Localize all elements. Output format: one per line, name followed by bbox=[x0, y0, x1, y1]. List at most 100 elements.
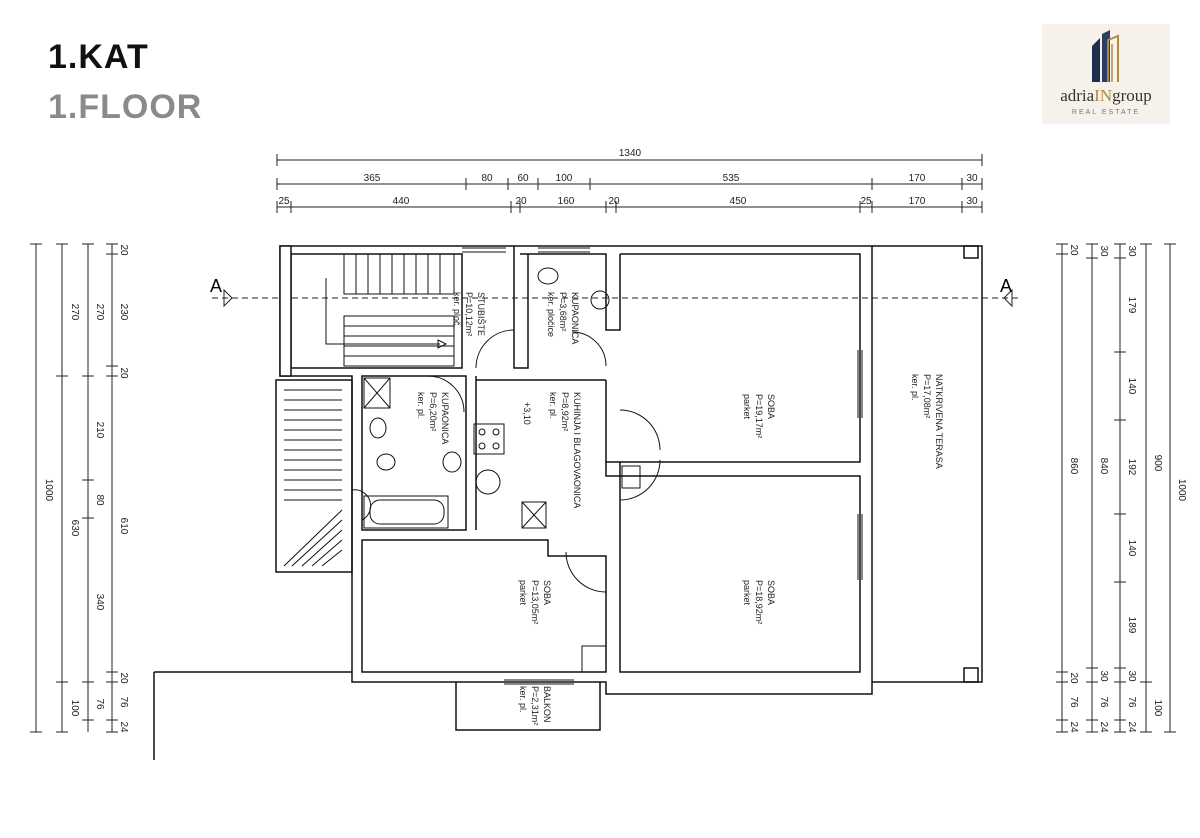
dim-left-b: 270 210 80 340 76 bbox=[94, 304, 105, 710]
dim-label: 230 bbox=[118, 304, 129, 321]
dim-label: 440 bbox=[393, 196, 410, 207]
dim-label: 20 bbox=[118, 244, 129, 256]
room-name: KUPAONICA bbox=[440, 392, 450, 444]
dim-label: 140 bbox=[1126, 378, 1137, 395]
dim-top-total: 1340 bbox=[619, 148, 642, 159]
dim-label: 840 bbox=[1098, 458, 1109, 475]
dim-label: 30 bbox=[1126, 245, 1137, 257]
dim-label: 100 bbox=[1152, 700, 1163, 717]
room-balkon: BALKON P=2,31m² ker. pl. bbox=[518, 686, 552, 725]
dim-label: 610 bbox=[118, 518, 129, 535]
room-floor: ker. pl. bbox=[416, 392, 426, 419]
room-kupaonica-1: KUPAONICA P=3,68m² ker. pločice bbox=[546, 292, 580, 344]
dim-left-total: 1000 bbox=[43, 479, 54, 502]
dim-label: 365 bbox=[364, 173, 381, 184]
section-marker-right: A bbox=[1000, 276, 1012, 296]
dim-label: 179 bbox=[1126, 297, 1137, 314]
dim-label: 76 bbox=[1098, 696, 1109, 708]
dim-label: 25 bbox=[278, 196, 290, 207]
room-soba-3: SOBA P=13,05m² parket bbox=[518, 580, 552, 624]
room-floor: ker. pl. bbox=[910, 374, 920, 401]
dim-right-d: 900 100 bbox=[1152, 455, 1163, 717]
room-area: P=19,17m² bbox=[754, 394, 764, 438]
room-kupaonica-2: KUPAONICA P=6,20m² ker. pl. bbox=[416, 392, 450, 444]
dim-label: 30 bbox=[1098, 245, 1109, 257]
dim-label: 30 bbox=[966, 173, 978, 184]
walls bbox=[153, 245, 983, 760]
dim-label: 76 bbox=[1068, 696, 1079, 708]
dim-label: 24 bbox=[1098, 721, 1109, 733]
dim-label: 60 bbox=[517, 173, 529, 184]
room-name: SOBA bbox=[766, 580, 776, 605]
dim-label: 80 bbox=[481, 173, 493, 184]
room-area: P=8,92m² bbox=[560, 392, 570, 431]
dim-label: 30 bbox=[966, 196, 978, 207]
room-area: P=6,20m² bbox=[428, 392, 438, 431]
room-terasa: NATKRIVENA TERASA P=17,08m² ker. pl. bbox=[910, 374, 944, 469]
building-icon bbox=[1092, 30, 1119, 82]
windows bbox=[462, 247, 863, 685]
dim-right-a: 20 860 20 76 24 bbox=[1068, 244, 1079, 733]
dim-label: 100 bbox=[69, 700, 80, 717]
room-name: STUBIŠTE bbox=[476, 292, 486, 336]
room-area: P=3,68m² bbox=[558, 292, 568, 331]
section-marker-left: A bbox=[210, 276, 222, 296]
dim-label: 535 bbox=[723, 173, 740, 184]
dim-right-c: 30 179 140 192 140 189 30 76 24 bbox=[1126, 245, 1137, 733]
dim-left-a: 270 630 100 bbox=[69, 304, 80, 717]
room-area: P=10,12m² bbox=[464, 292, 474, 336]
dim-label: 30 bbox=[1126, 670, 1137, 682]
dim-label: 20 bbox=[118, 672, 129, 684]
dim-label: 20 bbox=[608, 196, 620, 207]
room-area: P=13,05m² bbox=[530, 580, 540, 624]
room-soba-1: SOBA P=19,17m² parket bbox=[742, 394, 776, 438]
room-floor: ker. pl. bbox=[548, 392, 558, 419]
room-floor: ker. pl. bbox=[518, 686, 528, 713]
dim-right-total: 1000 bbox=[1176, 479, 1187, 502]
dim-label: 140 bbox=[1126, 540, 1137, 557]
dim-label: 170 bbox=[909, 196, 926, 207]
room-floor: ker. pločice bbox=[546, 292, 556, 337]
room-area: P=2,31m² bbox=[530, 686, 540, 725]
dim-label: 20 bbox=[118, 367, 129, 379]
dim-label: 192 bbox=[1126, 459, 1137, 476]
dim-label: 860 bbox=[1068, 458, 1079, 475]
dim-label: 630 bbox=[69, 520, 80, 537]
left-dimensions bbox=[30, 243, 118, 733]
dim-label: 20 bbox=[1068, 672, 1079, 684]
room-area: P=18,92m² bbox=[754, 580, 764, 624]
dim-label: 20 bbox=[1068, 244, 1079, 256]
room-name: BALKON bbox=[542, 686, 552, 723]
staircase bbox=[283, 253, 455, 567]
logo-tagline: REAL ESTATE bbox=[1071, 109, 1141, 116]
room-area: P=17,08m² bbox=[922, 374, 932, 418]
dim-top-row1: 365 80 60 100 535 170 30 bbox=[364, 173, 978, 184]
room-name: SOBA bbox=[542, 580, 552, 605]
fixtures bbox=[363, 267, 641, 673]
room-soba-2: SOBA P=18,92m² parket bbox=[742, 580, 776, 624]
dim-label: 24 bbox=[118, 721, 129, 733]
dim-left-c: 20 230 20 610 20 76 24 bbox=[118, 244, 129, 733]
dim-label: 270 bbox=[69, 304, 80, 321]
room-kuhinja: KUHINJA I BLAGOVAONICA P=8,92m² ker. pl.… bbox=[522, 392, 582, 508]
dim-label: 100 bbox=[556, 173, 573, 184]
dim-label: 170 bbox=[909, 173, 926, 184]
level-mark: +3,10 bbox=[522, 402, 532, 425]
room-floor: parket bbox=[518, 580, 528, 606]
dim-label: 210 bbox=[94, 422, 105, 439]
dim-right-b: 30 840 30 76 24 bbox=[1098, 245, 1109, 733]
room-floor: parket bbox=[742, 580, 752, 606]
dim-label: 270 bbox=[94, 304, 105, 321]
dim-label: 450 bbox=[730, 196, 747, 207]
room-floor: ker. ploč. bbox=[452, 292, 462, 328]
dim-label: 25 bbox=[860, 196, 872, 207]
page-title: 1.KAT bbox=[48, 38, 149, 76]
dim-label: 24 bbox=[1126, 721, 1137, 733]
dim-label: 340 bbox=[94, 594, 105, 611]
dim-label: 30 bbox=[1098, 670, 1109, 682]
dim-top-row2: 25 440 20 160 20 450 25 170 30 bbox=[278, 196, 978, 207]
dim-label: 20 bbox=[515, 196, 527, 207]
dim-label: 80 bbox=[94, 494, 105, 506]
dim-label: 900 bbox=[1152, 455, 1163, 472]
